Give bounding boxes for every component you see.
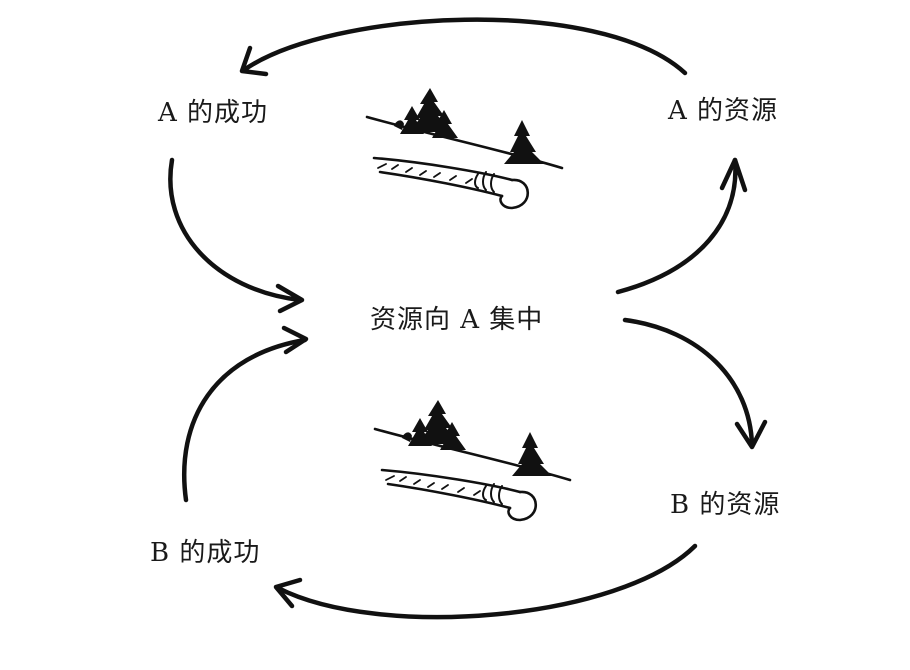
arrow-center-to-a-resources xyxy=(615,157,738,295)
arrow-head-a-center xyxy=(275,283,305,314)
arrow-a-success-to-center xyxy=(168,157,303,303)
node-b-resources: B 的资源 xyxy=(670,490,781,520)
arrow-b-success-to-center xyxy=(182,337,308,503)
finger-tilting-hill-icon xyxy=(365,88,564,210)
node-a-success: A 的成功 xyxy=(158,98,269,128)
finger-tilting-hill-icon xyxy=(373,400,572,522)
arrow-head-b-res xyxy=(734,419,768,450)
node-a-resources: A 的资源 xyxy=(668,96,779,126)
arrow-head-a-res xyxy=(719,157,748,193)
arrow-center-to-b-resources xyxy=(622,317,755,448)
arrow-head-top xyxy=(239,45,269,77)
arrow-head-b-center xyxy=(281,325,309,355)
arrow-a-resources-to-a-success xyxy=(241,17,688,76)
node-resources-flow-to-a: 资源向 A 集中 xyxy=(370,305,544,335)
arrow-head-bottom xyxy=(273,577,303,609)
node-b-success: B 的成功 xyxy=(150,538,261,568)
arrow-b-resources-to-b-success xyxy=(275,543,698,620)
